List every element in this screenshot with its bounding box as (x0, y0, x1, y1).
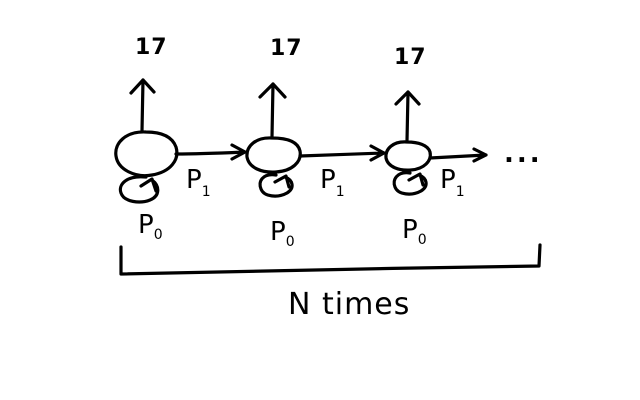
state-circle (384, 140, 432, 172)
transition-arrow (298, 144, 386, 162)
output-arrow (394, 90, 421, 143)
output-label: 17 (270, 36, 303, 61)
chain-node-3: 17 P0 P1 (384, 45, 488, 248)
transition-arrow (428, 147, 488, 163)
chain-node-1: 17 P0 P1 (114, 35, 247, 243)
transition-label: P1 (320, 165, 345, 200)
self-loop-label: P0 (270, 217, 295, 250)
self-loop-label: P0 (138, 210, 163, 243)
transition-label: P1 (186, 165, 211, 200)
self-loop-arrow (118, 175, 160, 204)
chain-node-2: 17 P0 P1 (245, 36, 386, 250)
output-label: 17 (135, 35, 168, 60)
output-label: 17 (394, 45, 427, 70)
state-circle (114, 130, 179, 178)
brace-label: N times (288, 287, 410, 322)
transition-label: P1 (440, 165, 465, 200)
state-circle (245, 136, 302, 174)
repetition-brace (119, 243, 542, 276)
continuation-dots: ... (504, 139, 543, 169)
output-arrow (129, 78, 156, 133)
transition-arrow (174, 143, 247, 161)
self-loop-arrow (258, 173, 294, 198)
output-arrow (258, 82, 287, 139)
self-loop-label: P0 (402, 215, 427, 248)
self-loop-arrow (392, 171, 428, 196)
